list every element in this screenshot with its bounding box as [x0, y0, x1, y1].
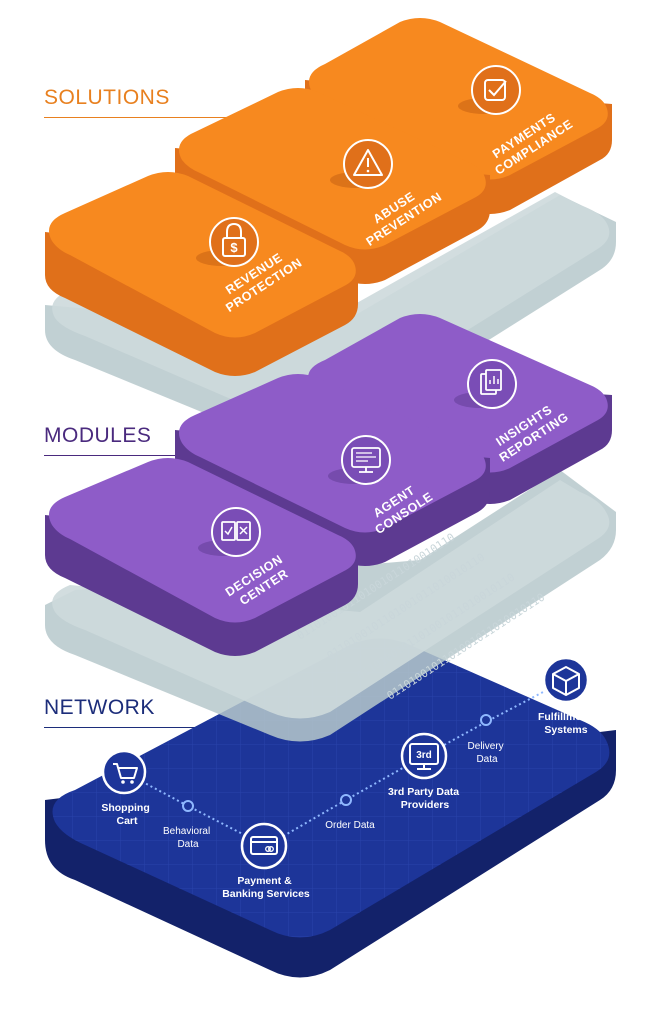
package-box-icon: [552, 666, 580, 696]
modules-layer-label: MODULES: [44, 424, 152, 447]
glass-upper-top: [52, 192, 610, 423]
report-documents-icon: [454, 359, 517, 409]
glass-lower-top: [52, 480, 610, 719]
third-party-monitor-icon: 3rd: [409, 743, 439, 770]
fulfillment-label: Fulfillment Systems: [538, 711, 594, 736]
network-rule: [44, 727, 230, 728]
module-tile-agent-console: [175, 374, 490, 566]
behavioral-data-pin: [182, 800, 194, 812]
payment-banking-node: [240, 822, 288, 870]
monitor-icon: [328, 435, 391, 485]
warning-icon: [330, 139, 393, 189]
lock-dollar-icon: $: [196, 217, 259, 267]
payment-banking-label: Payment & Banking Services: [222, 875, 310, 900]
delivery-data-label: Delivery Data: [468, 741, 507, 765]
solutions-rule: [44, 117, 230, 118]
third-party-node: 3rd: [400, 732, 448, 780]
cart-icon: [113, 763, 138, 784]
fulfillment-node: [542, 656, 590, 704]
solutions-layer-label: SOLUTIONS: [44, 86, 170, 109]
modules-rule: [44, 455, 230, 456]
credit-card-icon: [250, 836, 278, 855]
network-layer-label: NETWORK: [44, 696, 155, 719]
module-tile-decision-center: [45, 458, 358, 656]
solution-tile-payments-compliance: [305, 18, 612, 214]
shopping-cart-node: [101, 749, 147, 795]
order-data-label: Order Data: [325, 820, 375, 831]
decision-check-x-icon: [198, 507, 261, 557]
network-grid: [52, 638, 610, 938]
shopping-cart-label: Shopping Cart: [101, 802, 152, 827]
checkbox-icon: [458, 65, 521, 115]
svg-text:$: $: [230, 240, 238, 255]
order-data-pin: [340, 794, 352, 806]
network-platform: [45, 638, 616, 978]
behavioral-data-label: Behavioral Data: [163, 826, 213, 850]
glass-layer-upper: [45, 192, 616, 446]
third-party-label: 3rd Party Data Providers: [388, 786, 462, 811]
delivery-data-pin: [480, 714, 492, 726]
solution-tile-abuse-prevention: [175, 88, 490, 284]
third-party-badge: 3rd: [416, 750, 432, 761]
